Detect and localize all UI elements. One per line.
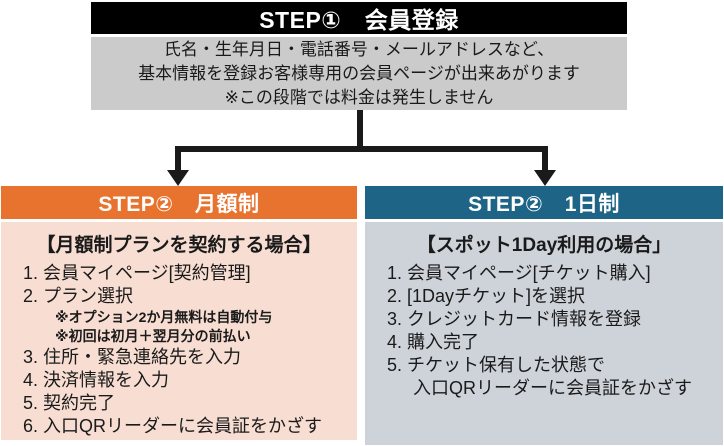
list-item: 6. 入口QRリーダーに会員証をかざす [23,416,323,436]
step1-description-line: 氏名・生年月日・電話番号・メールアドレスなど、 [163,39,555,59]
daily-title-bar: STEP② 1日制 [365,186,723,219]
list-item: 5. チケット保有した状態で [387,355,606,375]
list-item: 5. 契約完了 [23,393,116,413]
monthly-title: STEP② 月額制 [98,192,260,216]
list-item: 1. 会員マイページ[チケット購入] [387,263,651,283]
arrowhead-right-icon [534,170,556,186]
daily-plan-box: STEP② 1日制 【スポット1Day利用の場合」 1. 会員マイページ[チケッ… [365,186,723,445]
list-item: 3. 住所・緊急連絡先を入力 [23,347,242,367]
step1-description-box: 氏名・生年月日・電話番号・メールアドレスなど、 基本情報を登録お客様専用の会員ペ… [91,37,627,110]
monthly-body: 【月額制プランを契約する場合】 1. 会員マイページ[契約管理] 2. プラン選… [1,222,357,440]
list-note: ※オプション2か月無料は自動付与 [55,309,273,325]
list-item: 2. [1Dayチケット]を選択 [387,286,586,306]
monthly-plan-box: STEP② 月額制 【月額制プランを契約する場合】 1. 会員マイページ[契約管… [1,186,357,440]
list-note: ※初回は初月＋翌月分の前払い [55,328,251,344]
list-item: 2. プラン選択 [23,286,134,306]
connector-drop-left [175,146,181,173]
step1-title: STEP① 会員登録 [259,7,459,33]
arrowhead-left-icon [167,170,189,186]
step1-description-line: ※この段階では料金は発生しません [224,87,494,107]
daily-body: 【スポット1Day利用の場合」 1. 会員マイページ[チケット購入] 2. [1… [365,222,723,445]
list-item: 4. 購入完了 [387,332,480,352]
daily-heading: 【スポット1Day利用の場合」 [416,235,672,256]
step1-title-bar: STEP① 会員登録 [91,2,627,34]
connector-drop-right [542,146,548,173]
step1-description-line: 基本情報を登録お客様専用の会員ページが出来あがります [138,63,580,83]
monthly-title-bar: STEP② 月額制 [1,186,357,219]
daily-title: STEP② 1日制 [468,192,620,216]
list-item: 3. クレジットカード情報を登録 [387,309,642,329]
list-item: 4. 決済情報を入力 [23,370,170,390]
list-item: 1. 会員マイページ[契約管理] [23,263,251,283]
connector-branch-bar [175,146,547,152]
list-item-continuation: 入口QRリーダーに会員証をかざす [413,378,692,398]
monthly-heading: 【月額制プランを契約する場合】 [36,235,322,256]
connector-stem [357,110,363,150]
